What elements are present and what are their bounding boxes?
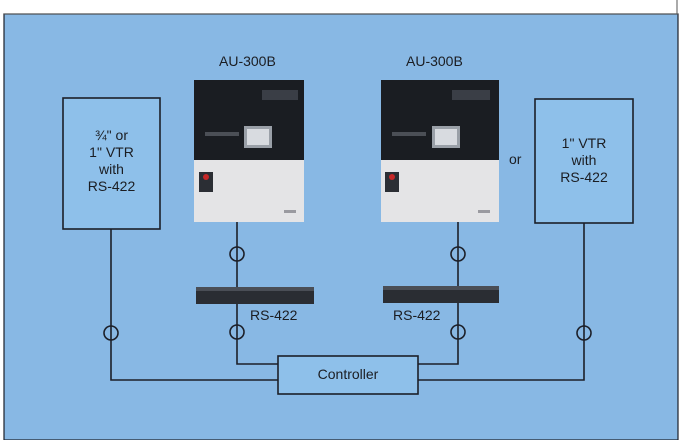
- right-interface-label: RS-422: [393, 307, 441, 323]
- right-vtr-line-1: 1" VTR: [561, 135, 607, 151]
- left-vtr-box: [62, 97, 161, 230]
- connector-right-unit: [450, 246, 466, 262]
- au300b-left-unit: [194, 80, 304, 222]
- left-vtr-line-4: RS-422: [87, 178, 136, 194]
- unit-right-button-housing: [385, 172, 399, 192]
- right-vtr-line-2: with: [571, 152, 597, 168]
- line-right-vtr-to-controller: [418, 223, 585, 381]
- interface-left-top: [196, 287, 314, 291]
- unit-left-badge: [284, 210, 296, 213]
- line-left-vtr-to-controller: [110, 229, 278, 381]
- unit-right-vent: [392, 132, 426, 136]
- controller-label: Controller: [317, 366, 379, 382]
- interface-right-top: [383, 286, 499, 290]
- line-right-interface-to-controller: [418, 303, 459, 365]
- interface-left-body: [196, 287, 314, 304]
- unit-left-button-housing: [199, 172, 213, 192]
- connector-left-interface: [229, 324, 245, 340]
- connector-right-interface: [450, 324, 466, 340]
- unit-left-vent: [205, 132, 239, 136]
- left-vtr-line-1: ¾" or: [95, 127, 128, 143]
- unit-right-keypad-grid: [435, 129, 457, 145]
- interface-right-body: [383, 286, 499, 303]
- unit-right-power-button: [389, 174, 395, 180]
- connection-lines: [110, 222, 585, 381]
- right-vtr-label: 1" VTR with RS-422: [535, 135, 633, 186]
- left-unit-model-label: AU-300B: [219, 53, 276, 69]
- au300b-right-unit: [381, 80, 499, 222]
- connector-left-unit: [229, 246, 245, 262]
- rs422-interface-right: [383, 286, 499, 303]
- left-vtr-line-2: 1" VTR: [89, 144, 134, 160]
- unit-left-display: [262, 90, 298, 100]
- connector-right-vtr: [576, 325, 592, 341]
- right-unit-model-label: AU-300B: [406, 53, 463, 69]
- connector-left-vtr: [103, 325, 119, 341]
- unit-right-display: [452, 90, 490, 100]
- right-vtr-line-3: RS-422: [560, 169, 608, 185]
- unit-right-badge: [478, 210, 490, 213]
- rs422-interface-left: [196, 287, 314, 304]
- right-vtr-box: [534, 98, 634, 224]
- connectors: [103, 246, 592, 341]
- left-vtr-line-3: with: [99, 161, 124, 177]
- unit-left-keypad-grid: [247, 129, 269, 145]
- line-left-interface-to-controller: [236, 304, 278, 365]
- left-vtr-label: ¾" or 1" VTR with RS-422: [63, 127, 160, 195]
- controller-box: [277, 355, 419, 395]
- left-interface-label: RS-422: [250, 307, 298, 323]
- unit-left-power-button: [203, 174, 209, 180]
- or-label: or: [509, 151, 522, 167]
